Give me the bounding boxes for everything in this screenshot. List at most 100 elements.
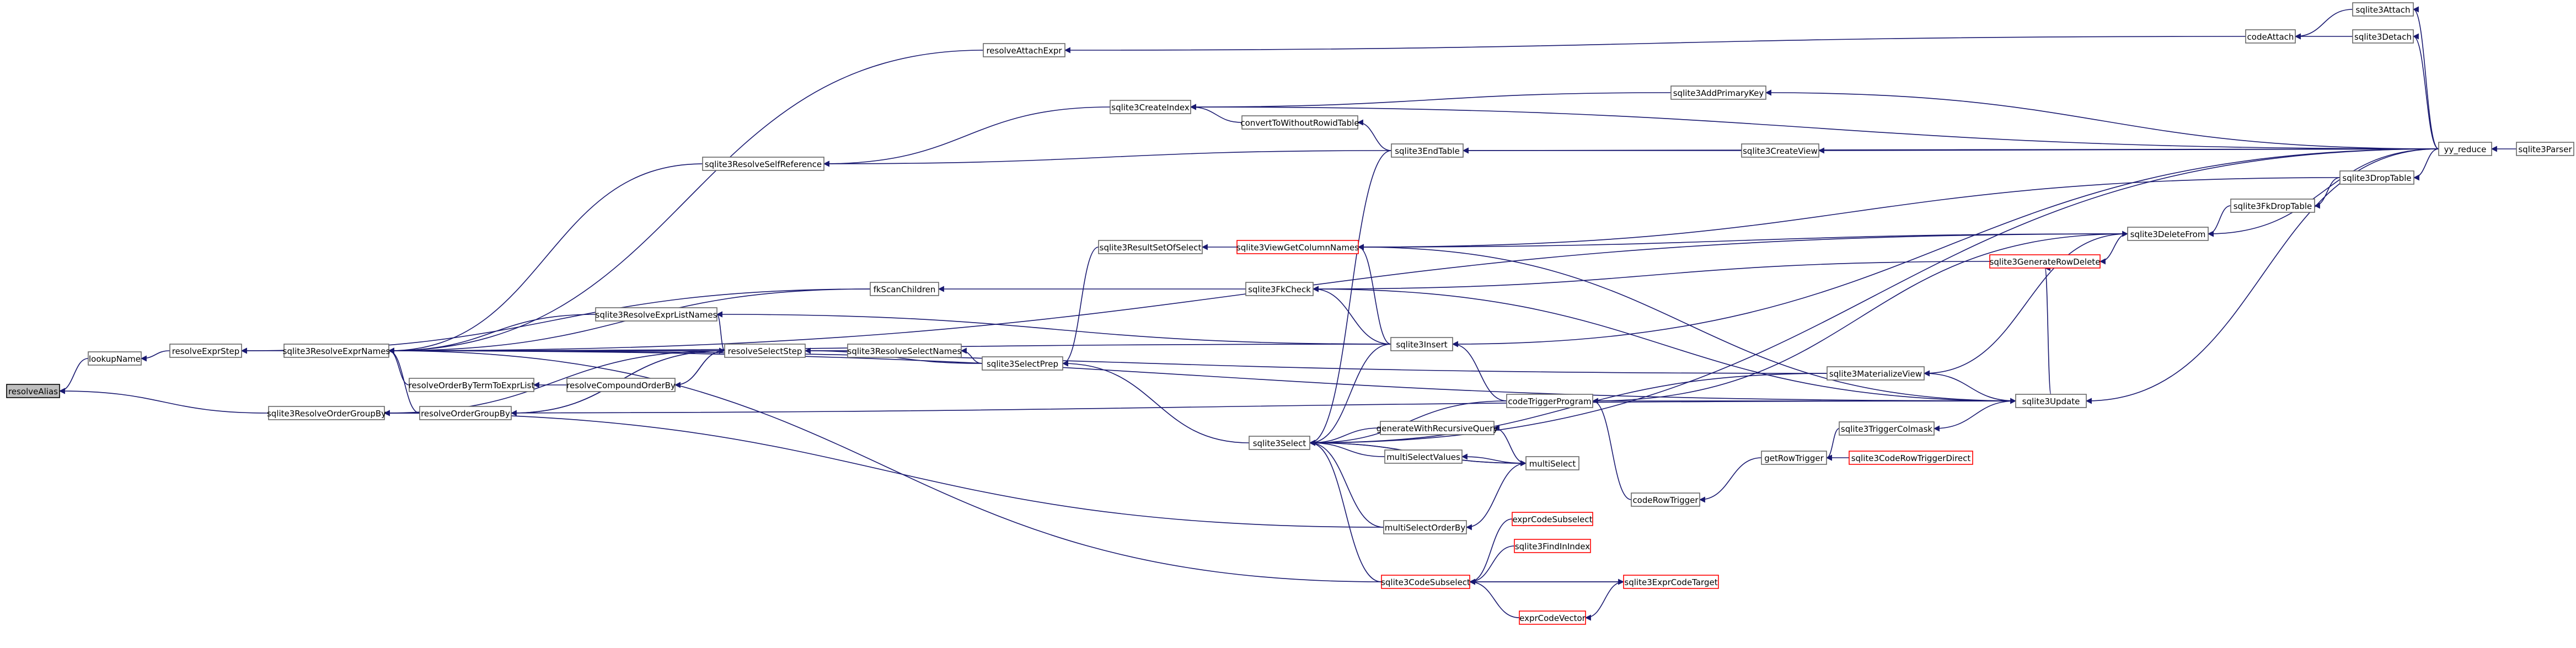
edge-sqlite3-end-table-to-sqlite3-select bbox=[1309, 150, 1392, 446]
node-expr-code-subselect[interactable]: exprCodeSubselect bbox=[1512, 512, 1593, 526]
node-label: sqlite3TriggerColmask bbox=[1841, 424, 1932, 434]
node-sqlite3-code-subselect[interactable]: sqlite3CodeSubselect bbox=[1381, 575, 1470, 589]
node-label: getRowTrigger bbox=[1764, 453, 1824, 463]
node-box bbox=[283, 344, 389, 358]
node-box bbox=[2352, 29, 2414, 44]
node-sqlite3-code-row-trigger-direct[interactable]: sqlite3CodeRowTriggerDirect bbox=[1849, 451, 1973, 465]
edge-sqlite3-insert-to-sqlite3-view-get-column-names bbox=[1357, 244, 1391, 345]
node-sqlite3-find-in-index[interactable]: sqlite3FindInIndex bbox=[1514, 539, 1591, 553]
edge-yy-reduce-to-sqlite3-select bbox=[1309, 148, 2439, 446]
node-label: sqlite3ViewGetColumnNames bbox=[1236, 243, 1359, 253]
node-box bbox=[2516, 142, 2574, 156]
node-sqlite3-expr-code-target[interactable]: sqlite3ExprCodeTarget bbox=[1623, 575, 1719, 589]
node-multi-select-order-by[interactable]: multiSelectOrderBy bbox=[1383, 520, 1467, 534]
node-label: multiSelect bbox=[1529, 459, 1576, 469]
node-resolve-order-group-by[interactable]: resolveOrderGroupBy bbox=[419, 406, 512, 420]
node-multi-select[interactable]: multiSelect bbox=[1525, 456, 1579, 470]
node-sqlite3-materialize-view[interactable]: sqlite3MaterializeView bbox=[1827, 366, 1925, 381]
node-code-row-trigger[interactable]: codeRowTrigger bbox=[1631, 492, 1700, 507]
edge-sqlite3-resolve-self-reference-to-sqlite3-resolve-expr-names bbox=[388, 163, 703, 354]
node-label: sqlite3ResolveSelfReference bbox=[705, 159, 822, 169]
edge-sqlite3-expr-code-target-to-expr-code-vector bbox=[1584, 581, 1624, 621]
node-box bbox=[1631, 492, 1700, 507]
node-box bbox=[1839, 421, 1935, 436]
node-sqlite3-attach[interactable]: sqlite3Attach bbox=[2352, 2, 2414, 17]
node-sqlite3-parser[interactable]: sqlite3Parser bbox=[2516, 142, 2574, 156]
node-resolve-compound-order-by[interactable]: resolveCompoundOrderBy bbox=[566, 378, 676, 392]
edge-sqlite3-insert-to-sqlite3-fk-check bbox=[1312, 286, 1391, 345]
node-box bbox=[702, 157, 824, 171]
node-box bbox=[847, 344, 962, 358]
node-sqlite3-resolve-order-group-by[interactable]: sqlite3ResolveOrderGroupBy bbox=[267, 406, 386, 420]
node-label: sqlite3Insert bbox=[1396, 340, 1447, 350]
edge-code-attach-to-resolve-attach-expr bbox=[1064, 36, 2246, 53]
edge-sqlite3-select-prep-to-sqlite3-resolve-select-names bbox=[960, 347, 983, 364]
node-expr-code-vector[interactable]: exprCodeVector bbox=[1519, 610, 1586, 625]
node-resolve-select-step[interactable]: resolveSelectStep bbox=[724, 344, 806, 358]
node-label: fkScanChildren bbox=[874, 285, 936, 294]
node-sqlite3-resolve-self-reference[interactable]: sqlite3ResolveSelfReference bbox=[702, 157, 824, 171]
node-label: resolveExprStep bbox=[172, 346, 240, 356]
edge-sqlite3-update-to-sqlite3-fk-check bbox=[1312, 286, 2016, 401]
edge-yy-reduce-to-sqlite3-attach bbox=[2412, 6, 2439, 149]
node-label: sqlite3GenerateRowDelete bbox=[1990, 257, 2101, 267]
node-generate-with-recursive-query[interactable]: generateWithRecursiveQuery bbox=[1377, 421, 1498, 435]
edge-sqlite3-resolve-order-group-by-to-resolve-alias bbox=[58, 388, 269, 414]
node-box bbox=[409, 378, 534, 392]
edge-yy-reduce-to-sqlite3-detach bbox=[2412, 33, 2439, 149]
node-label: sqlite3DeleteFrom bbox=[2130, 229, 2206, 239]
node-sqlite3-resolve-select-names[interactable]: sqlite3ResolveSelectNames bbox=[847, 344, 962, 358]
node-sqlite3-delete-from[interactable]: sqlite3DeleteFrom bbox=[2127, 227, 2209, 241]
edge-sqlite3-fk-drop-table-to-sqlite3-delete-from bbox=[2207, 205, 2231, 237]
node-resolve-attach-expr[interactable]: resolveAttachExpr bbox=[983, 43, 1065, 57]
node-box bbox=[2015, 394, 2087, 408]
node-resolve-order-by-term-to-expr-list[interactable]: resolveOrderByTermToExprList bbox=[409, 378, 535, 392]
node-resolve-expr-step[interactable]: resolveExprStep bbox=[169, 344, 242, 358]
node-sqlite3-create-view[interactable]: sqlite3CreateView bbox=[1741, 143, 1819, 158]
node-sqlite3-select-prep[interactable]: sqlite3SelectPrep bbox=[982, 356, 1063, 371]
node-sqlite3-end-table[interactable]: sqlite3EndTable bbox=[1391, 143, 1464, 158]
node-box bbox=[2438, 142, 2492, 156]
node-resolve-alias[interactable]: resolveAlias bbox=[6, 384, 60, 398]
edge-layer bbox=[58, 6, 2516, 621]
node-label: resolveOrderGroupBy bbox=[421, 409, 510, 419]
node-box bbox=[2245, 29, 2296, 44]
node-sqlite3-create-index[interactable]: sqlite3CreateIndex bbox=[1110, 100, 1191, 114]
node-code-trigger-program[interactable]: codeTriggerProgram bbox=[1506, 394, 1593, 408]
edge-sqlite3-delete-from-to-sqlite3-materialize-view bbox=[1923, 233, 2128, 377]
node-sqlite3-detach[interactable]: sqlite3Detach bbox=[2352, 29, 2414, 44]
node-sqlite3-insert[interactable]: sqlite3Insert bbox=[1390, 337, 1453, 351]
edge-sqlite3-code-subselect-to-sqlite3-select bbox=[1309, 440, 1382, 582]
node-sqlite3-resolve-expr-list-names[interactable]: sqlite3ResolveExprListNames bbox=[595, 307, 717, 322]
node-convert-to-without-rowid-table[interactable]: convertToWithoutRowidTable bbox=[1240, 115, 1359, 130]
node-box bbox=[870, 282, 939, 296]
node-sqlite3-update[interactable]: sqlite3Update bbox=[2015, 394, 2087, 408]
node-label: sqlite3FkCheck bbox=[1248, 285, 1311, 294]
node-box bbox=[595, 307, 717, 322]
edge-sqlite3-insert-to-sqlite3-select bbox=[1309, 344, 1391, 446]
node-label: multiSelectValues bbox=[1386, 452, 1460, 462]
node-sqlite3-generate-row-delete[interactable]: sqlite3GenerateRowDelete bbox=[1989, 254, 2101, 269]
edge-sqlite3-result-set-of-select-to-sqlite3-select-prep bbox=[1062, 247, 1099, 367]
edge-sqlite3-attach-to-code-attach bbox=[2294, 9, 2353, 40]
node-sqlite3-drop-table[interactable]: sqlite3DropTable bbox=[2339, 170, 2414, 185]
node-sqlite3-fk-check[interactable]: sqlite3FkCheck bbox=[1245, 282, 1314, 296]
node-multi-select-values[interactable]: multiSelectValues bbox=[1384, 449, 1463, 464]
node-sqlite3-fk-drop-table[interactable]: sqlite3FkDropTable bbox=[2230, 199, 2315, 213]
node-sqlite3-view-get-column-names[interactable]: sqlite3ViewGetColumnNames bbox=[1236, 240, 1359, 254]
node-box bbox=[268, 406, 385, 420]
node-yy-reduce[interactable]: yy_reduce bbox=[2438, 142, 2492, 156]
node-sqlite3-add-primary-key[interactable]: sqlite3AddPrimaryKey bbox=[1670, 85, 1766, 100]
node-box bbox=[6, 384, 60, 398]
node-sqlite3-select[interactable]: sqlite3Select bbox=[1249, 436, 1310, 450]
edge-yy-reduce-to-sqlite3-create-view bbox=[1818, 147, 2439, 154]
node-sqlite3-result-set-of-select[interactable]: sqlite3ResultSetOfSelect bbox=[1098, 240, 1203, 254]
node-get-row-trigger[interactable]: getRowTrigger bbox=[1761, 451, 1827, 465]
node-lookup-name[interactable]: lookupName bbox=[88, 351, 142, 366]
node-label: lookupName bbox=[89, 354, 141, 364]
node-sqlite3-resolve-expr-names[interactable]: sqlite3ResolveExprNames bbox=[283, 344, 390, 358]
node-fk-scan-children[interactable]: fkScanChildren bbox=[870, 282, 939, 296]
node-code-attach[interactable]: codeAttach bbox=[2245, 29, 2296, 44]
node-sqlite3-trigger-colmask[interactable]: sqlite3TriggerColmask bbox=[1839, 421, 1935, 436]
edge-expr-code-subselect-to-sqlite3-code-subselect bbox=[1469, 518, 1513, 585]
